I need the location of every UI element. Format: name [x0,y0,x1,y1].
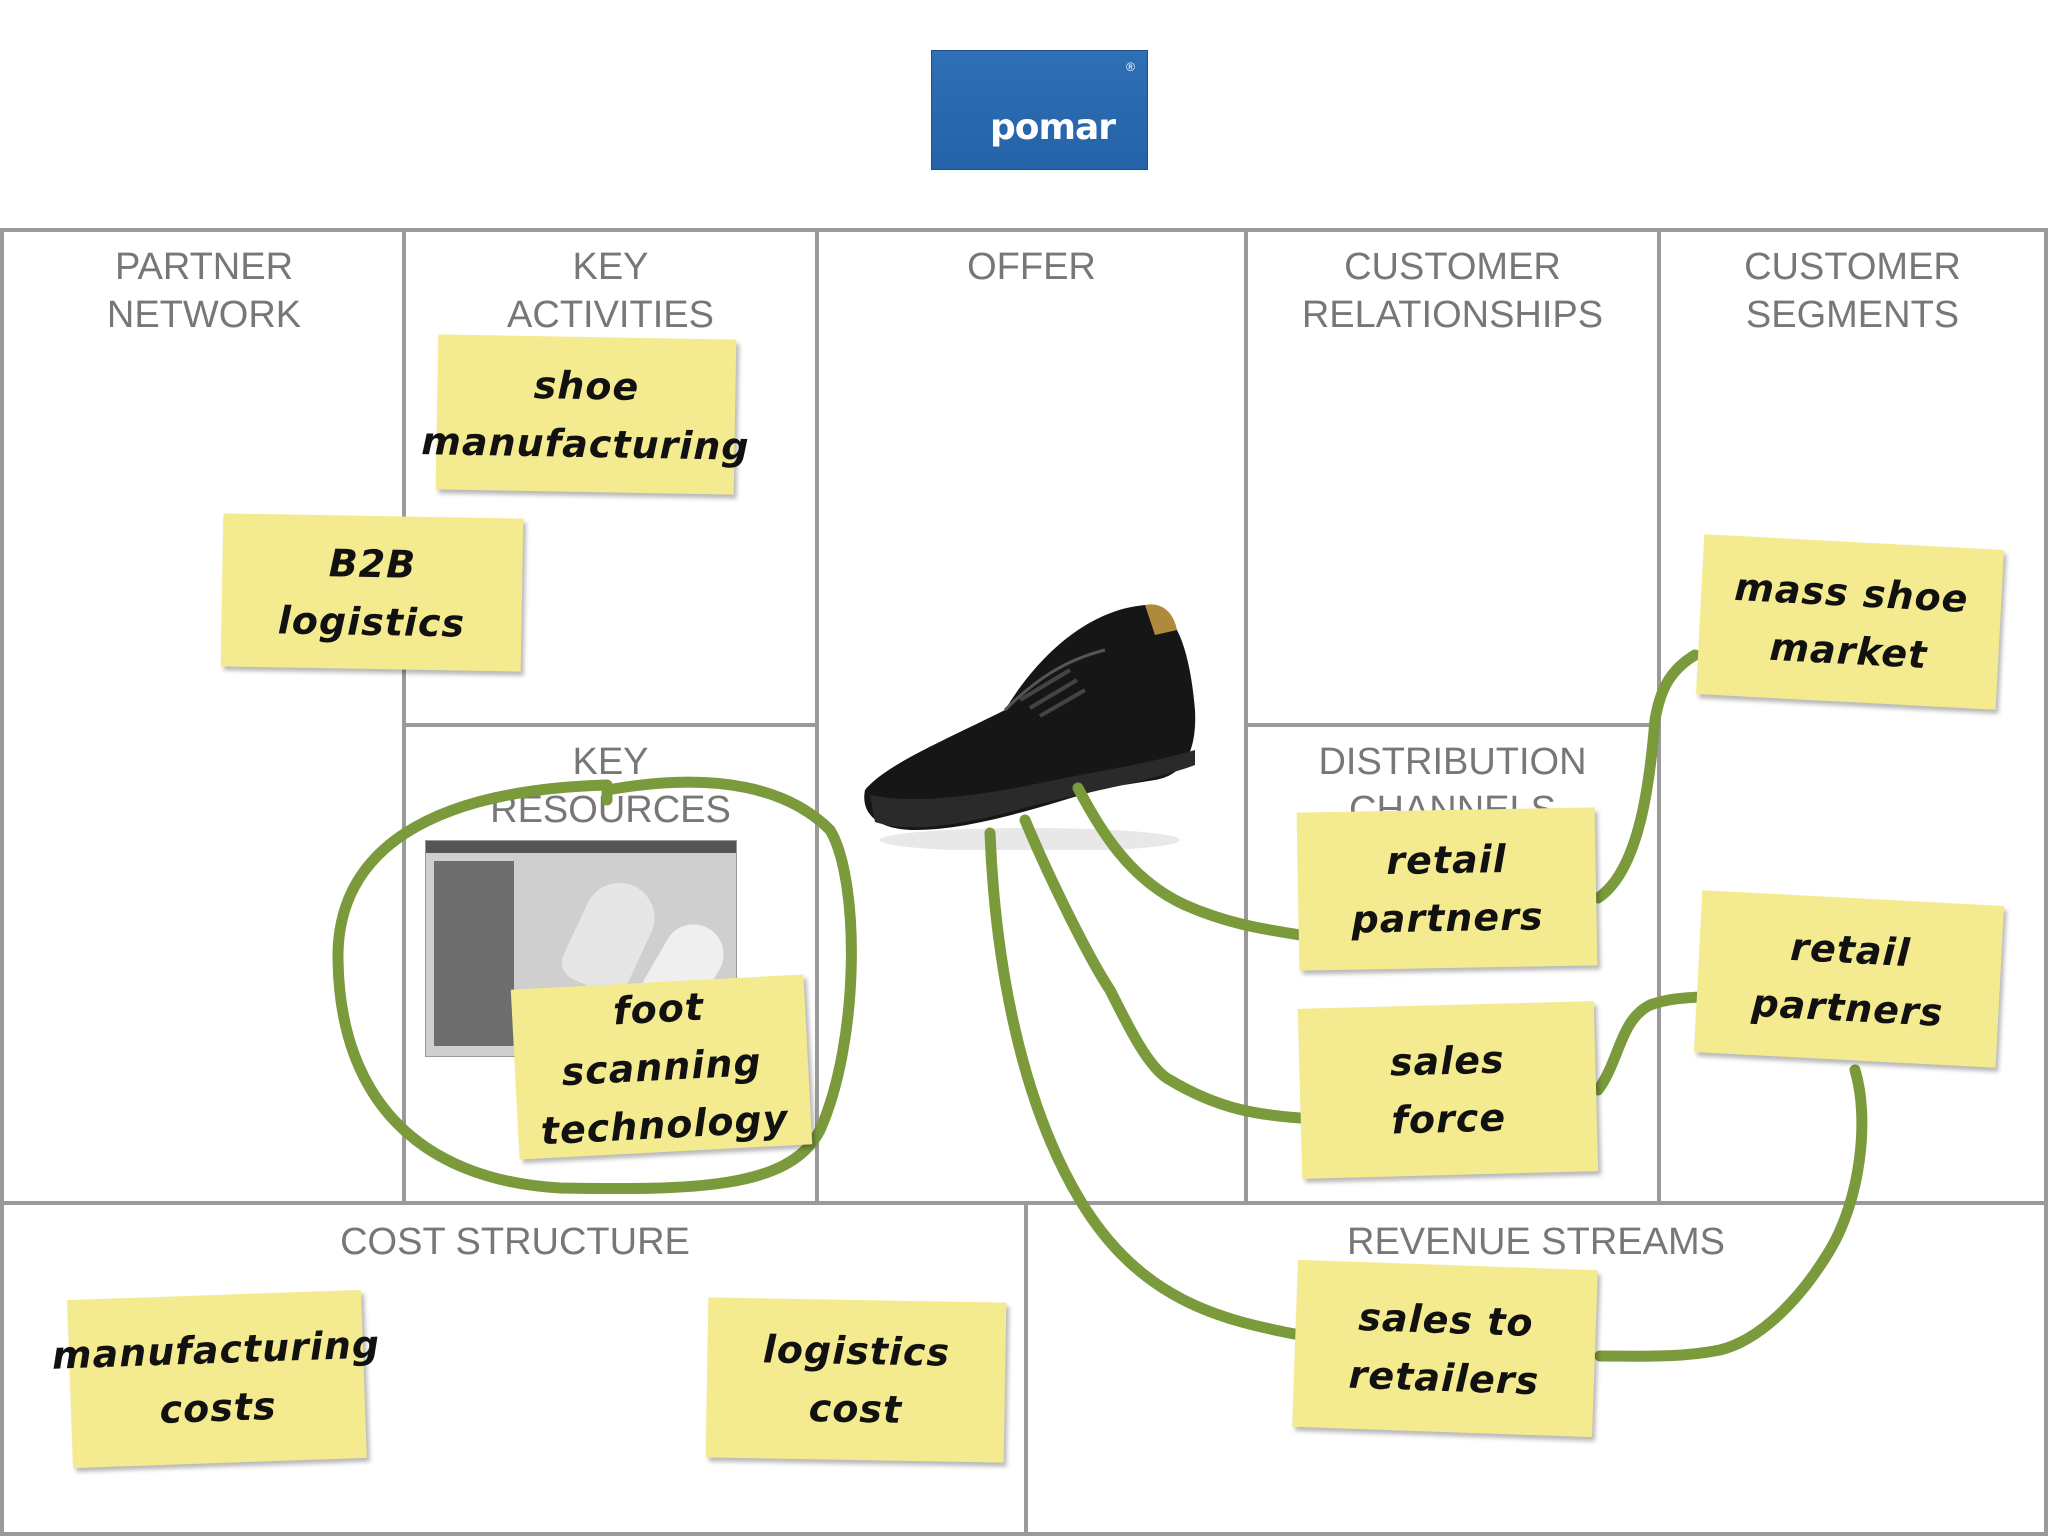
customer-relationships-label: CUSTOMER RELATIONSHIPS [1301,246,1604,336]
note-mass-shoe-market[interactable]: mass shoe market [1696,534,2004,710]
note-shoe-manufacturing[interactable]: shoe manufacturing [421,334,750,495]
customer-segments-label: CUSTOMER SEGMENTS [1744,246,1961,336]
note-sales-force[interactable]: sales force [1297,1001,1599,1179]
logo-text: pomar [990,107,1116,148]
connector-retail-segment-sales-to-retailers [1594,1064,1868,1362]
note-manufacturing-costs[interactable]: manufacturing costs [51,1289,381,1469]
offer-label: OFFER [967,246,1096,288]
note-b2b-logistics[interactable]: B2B logistics [220,513,524,672]
revenue-streams-label: REVENUE STREAMS [1347,1221,1725,1263]
note-logistics-cost[interactable]: logistics cost [705,1297,1007,1463]
registered-mark: ® [1126,60,1135,74]
cost-structure-label: COST STRUCTURE [340,1221,690,1263]
key-resources-circle [332,776,857,1195]
note-sales-to-retailers[interactable]: sales to retailers [1292,1259,1598,1438]
connector-sales-force-retail-segment [1592,991,1706,1096]
partner-network-label: PARTNER NETWORK [106,246,302,336]
shoe-image [864,604,1196,850]
key-activities-label: KEY ACTIVITIES [507,246,714,336]
connector-shoe-sales-force [1019,814,1306,1124]
connector-shoe-retail-partners [1072,782,1306,941]
connector-retail-partners-mass-market [1592,649,1701,904]
connector-shoe-sales-to-retailers [984,827,1306,1341]
pomar-logo: ® pomar [931,50,1148,170]
note-foot-scanning-technology[interactable]: foot scanning technology [510,974,813,1160]
note-retail-partners-channel[interactable]: retail partners [1296,807,1598,971]
note-retail-partners-segment[interactable]: retail partners [1693,890,2005,1068]
